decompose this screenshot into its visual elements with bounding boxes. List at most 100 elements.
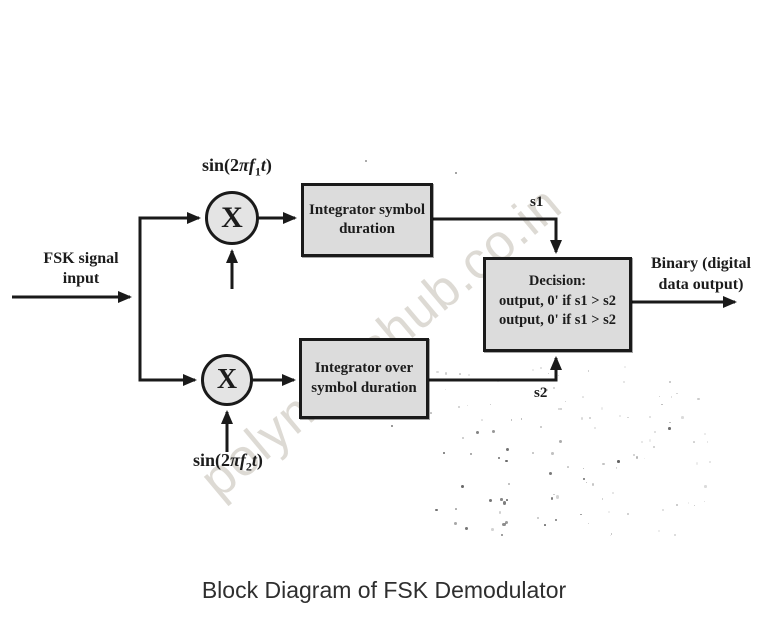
noise-speck — [539, 425, 543, 429]
noise-speck — [622, 380, 625, 383]
diagram-caption: Block Diagram of FSK Demodulator — [201, 577, 567, 603]
multiplier-1-x-symbol: X — [221, 201, 243, 234]
noise-speck — [681, 416, 684, 419]
noise-speck — [481, 418, 484, 421]
osc2-open: (2 — [215, 450, 231, 470]
noise-speck — [551, 452, 554, 456]
noise-speck — [560, 408, 563, 411]
fsk-input-line2: input — [62, 270, 100, 287]
osc1-subscript: 1 — [254, 164, 261, 179]
noise-speck — [661, 403, 663, 406]
noise-speck — [607, 511, 610, 514]
noise-speck — [491, 430, 495, 434]
fsk-input-line1: FSK signal — [43, 250, 119, 267]
noise-speck — [582, 467, 585, 470]
noise-speck — [708, 460, 711, 463]
noise-speck — [587, 370, 590, 372]
noise-speck — [464, 526, 469, 530]
noise-speck — [600, 407, 603, 410]
noise-speck — [544, 524, 546, 526]
noise-speck — [649, 415, 652, 418]
oscillator-1-label: sin(2πf1t) — [202, 155, 272, 180]
noise-speck — [616, 467, 618, 470]
noise-speck — [615, 466, 618, 469]
noise-speck — [693, 441, 695, 443]
noise-speck — [591, 483, 595, 486]
noise-speck — [611, 492, 614, 495]
integrator-1-block: Integrator symbol duration — [301, 183, 433, 257]
noise-speck — [458, 406, 461, 409]
noise-speck — [532, 369, 534, 372]
noise-speck — [552, 386, 555, 389]
noise-speck — [467, 373, 470, 376]
osc2-sin: sin — [193, 450, 216, 470]
noise-speck — [558, 375, 560, 377]
noise-speck — [587, 522, 590, 525]
noise-speck — [567, 466, 569, 468]
noise-speck — [693, 504, 696, 506]
noise-speck — [545, 388, 548, 391]
noise-speck — [520, 418, 523, 420]
noise-speck — [470, 453, 472, 455]
osc2-t: t — [251, 450, 257, 470]
noise-speck — [609, 534, 612, 537]
noise-speck — [668, 427, 671, 430]
noise-speck — [489, 404, 491, 406]
osc2-f: f — [239, 450, 246, 470]
decision-rule-2: output, 0' if s1 > s2 — [498, 312, 617, 329]
noise-speck — [626, 513, 629, 516]
noise-speck — [536, 516, 539, 520]
multiplier-1: X — [205, 191, 259, 245]
noise-speck — [654, 431, 656, 433]
multiplier-2-x-symbol: X — [216, 364, 238, 395]
noise-speck — [627, 417, 629, 419]
signal-s1-label: s1 — [530, 194, 544, 210]
noise-speck — [659, 395, 661, 397]
noise-speck — [635, 456, 639, 459]
noise-speck — [601, 498, 604, 500]
noise-speck — [510, 419, 513, 421]
noise-speck — [502, 501, 507, 505]
noise-speck — [434, 508, 438, 512]
osc1-pi: π — [239, 155, 249, 175]
noise-speck — [436, 371, 439, 374]
noise-speck — [687, 501, 690, 504]
fsk-input-label: FSK signal input — [25, 249, 137, 289]
integrator-1-line1: Integrator symbol — [309, 201, 425, 218]
noise-speck — [454, 521, 458, 525]
noise-speck — [704, 485, 707, 488]
noise-speck — [640, 440, 643, 443]
noise-speck — [648, 439, 651, 442]
noise-speck — [661, 508, 664, 511]
noise-speck — [555, 495, 560, 499]
noise-speck — [581, 395, 584, 398]
noise-speck — [455, 172, 457, 174]
decision-rule-1: output, 0' if s1 > s2 — [498, 292, 617, 309]
noise-speck — [475, 431, 479, 435]
noise-speck — [391, 425, 393, 427]
noise-speck — [558, 408, 561, 411]
osc1-sin: sin — [202, 155, 225, 175]
noise-speck — [497, 456, 500, 460]
noise-speck — [444, 388, 446, 391]
noise-speck — [580, 417, 584, 420]
noise-speck — [498, 511, 502, 514]
noise-speck — [488, 498, 492, 502]
noise-speck — [502, 522, 506, 527]
noise-speck — [550, 497, 554, 500]
noise-speck — [593, 426, 597, 430]
noise-speck — [670, 396, 673, 398]
noise-speck — [676, 392, 678, 395]
noise-speck — [430, 412, 432, 414]
noise-speck — [461, 436, 465, 439]
noise-speck — [549, 472, 552, 475]
noise-speck — [644, 458, 646, 460]
osc2-close: ) — [256, 450, 263, 470]
noise-speck — [442, 451, 446, 455]
oscillator-2-label: sin(2πf2t) — [193, 450, 263, 475]
noise-speck — [459, 373, 462, 376]
multiplier-2: X — [201, 354, 253, 406]
